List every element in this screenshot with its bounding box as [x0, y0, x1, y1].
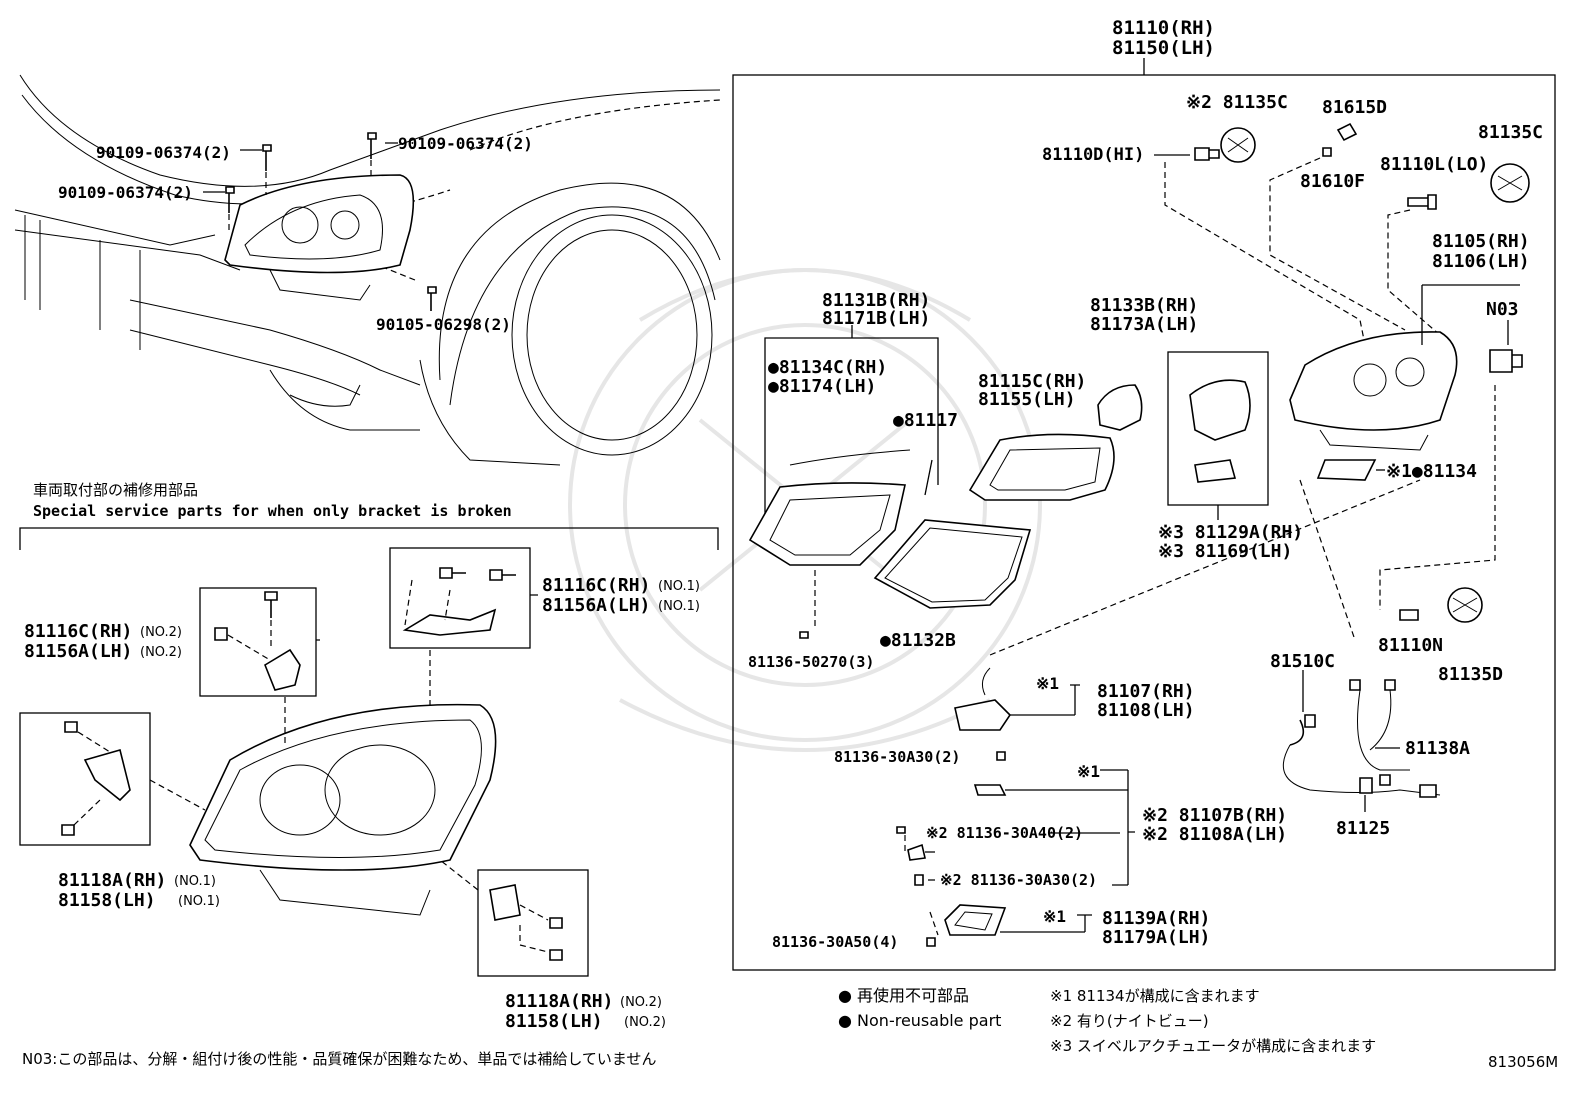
- headlamp-assembly-large: [149, 650, 497, 916]
- label-81133b: 81133B(RH): [1090, 295, 1198, 316]
- label-81118a-no2-suffix: (NO.2): [620, 995, 662, 1010]
- label-81110l: 81110L(LO): [1380, 154, 1488, 175]
- note-ref1: ※1 81134が構成に含まれます: [1050, 987, 1260, 1005]
- label-81171b: 81171B(LH): [822, 308, 930, 329]
- label-81155: 81155(LH): [978, 389, 1076, 410]
- box-bracket-no2: [199, 587, 317, 697]
- label-81169: ※3 81169(LH): [1158, 541, 1292, 562]
- label-81132b: ●81132B: [880, 630, 956, 651]
- label-81615d: 81615D: [1322, 97, 1387, 118]
- label-ref1-81139a: ※1: [1043, 907, 1066, 926]
- label-81173a: 81173A(LH): [1090, 314, 1198, 335]
- label-81117: ●81117: [893, 410, 958, 431]
- watermark-emblem: [568, 268, 1042, 752]
- label-81179a: 81179A(LH): [1102, 927, 1210, 948]
- label-81107: 81107(RH): [1097, 681, 1195, 702]
- label-81118a-no1: 81118A(RH): [58, 870, 166, 891]
- label-81116c-no1-suffix: (NO.1): [658, 579, 700, 594]
- label-n03: N03: [1486, 299, 1519, 320]
- label-81118a-no1-suffix: (NO.1): [174, 874, 216, 889]
- label-81135d: 81135D: [1438, 664, 1503, 685]
- service-parts-title-en: Special service parts for when only brac…: [33, 502, 512, 520]
- label-81107b: ※2 81107B(RH): [1142, 805, 1287, 826]
- label-81510c: 81510C: [1270, 651, 1335, 672]
- note-ref3: ※3 スイベルアクチュエータが構成に含まれます: [1050, 1037, 1376, 1055]
- service-parts-bracket: [19, 527, 719, 550]
- label-81110n: 81110N: [1378, 635, 1443, 656]
- label-81610f: 81610F: [1300, 171, 1365, 192]
- box-bracket-no1: [389, 547, 531, 649]
- legend-non-reusable-en: ● Non-reusable part: [838, 1011, 1001, 1030]
- label-81156a-no2-suffix: (NO.2): [140, 645, 182, 660]
- label-81158-no2-suffix: (NO.2): [624, 1015, 666, 1030]
- label-81134: ※1●81134: [1386, 461, 1477, 482]
- label-main-lh: 81150(LH): [1112, 37, 1215, 59]
- note-ref2: ※2 有り(ナイトビュー): [1050, 1012, 1209, 1030]
- label-81105: 81105(RH): [1432, 231, 1530, 252]
- car-front-illustration: [14, 74, 721, 466]
- box-bracket-bottom: [477, 869, 589, 977]
- label-ref1-81107b: ※1: [1077, 762, 1100, 781]
- label-bolt-top-left: 90109-06374(2): [96, 143, 231, 162]
- box-bracket-left: [19, 712, 151, 846]
- label-81156a-no2: 81156A(LH): [24, 641, 132, 662]
- diagram-code: 813056M: [1488, 1053, 1558, 1071]
- label-81136-30a40: ※2 81136-30A40(2): [926, 824, 1083, 842]
- label-bolt-bottom: 90105-06298(2): [376, 315, 511, 334]
- label-81138a: 81138A: [1405, 738, 1470, 759]
- label-81158-no1-suffix: (NO.1): [178, 894, 220, 909]
- label-81108: 81108(LH): [1097, 700, 1195, 721]
- service-parts-title-jp: 車両取付部の補修用部品: [33, 481, 198, 499]
- label-81156a-no1: 81156A(LH): [542, 595, 650, 616]
- label-81136-30a30-a: 81136-30A30(2): [834, 748, 960, 766]
- label-81156a-no1-suffix: (NO.1): [658, 599, 700, 614]
- label-81118a-no2: 81118A(RH): [505, 991, 613, 1012]
- label-81131b: 81131B(RH): [822, 290, 930, 311]
- label-81115c: 81115C(RH): [978, 371, 1086, 392]
- label-81110d: 81110D(HI): [1042, 145, 1144, 165]
- label-81108a: ※2 81108A(LH): [1142, 824, 1287, 845]
- label-ref1-81107: ※1: [1036, 674, 1059, 693]
- label-81116c-no2: 81116C(RH): [24, 621, 132, 642]
- main-assembly-box: [732, 74, 1556, 971]
- label-81139a: 81139A(RH): [1102, 908, 1210, 929]
- label-81136-50270: 81136-50270(3): [748, 653, 874, 671]
- label-81135c-right: 81135C: [1478, 122, 1543, 143]
- label-81136-30a50: 81136-30A50(4): [772, 933, 898, 951]
- label-main-rh: 81110(RH): [1112, 17, 1215, 39]
- legend-non-reusable-jp: ● 再使用不可部品: [838, 986, 969, 1005]
- label-81129a: ※3 81129A(RH): [1158, 522, 1303, 543]
- label-81106: 81106(LH): [1432, 251, 1530, 272]
- label-81174: ●81174(LH): [768, 376, 876, 397]
- label-81136-30a30-b: ※2 81136-30A30(2): [940, 871, 1097, 889]
- label-bolt-mid-left: 90109-06374(2): [58, 183, 193, 202]
- bracket-parts: [61, 567, 563, 961]
- label-81135c-top: ※2 81135C: [1186, 92, 1288, 113]
- label-81158-no2: 81158(LH): [505, 1011, 603, 1032]
- label-81134c: ●81134C(RH): [768, 357, 887, 378]
- main-box-parts: [748, 122, 1530, 947]
- label-81158-no1: 81158(LH): [58, 890, 156, 911]
- label-81116c-no1: 81116C(RH): [542, 575, 650, 596]
- footer-note-n03: N03:この部品は、分解・組付け後の性能・品質確保が困難なため、単品では補給して…: [22, 1050, 656, 1068]
- label-81125: 81125: [1336, 818, 1390, 839]
- label-bolt-top-right: 90109-06374(2): [398, 134, 533, 153]
- label-81116c-no2-suffix: (NO.2): [140, 625, 182, 640]
